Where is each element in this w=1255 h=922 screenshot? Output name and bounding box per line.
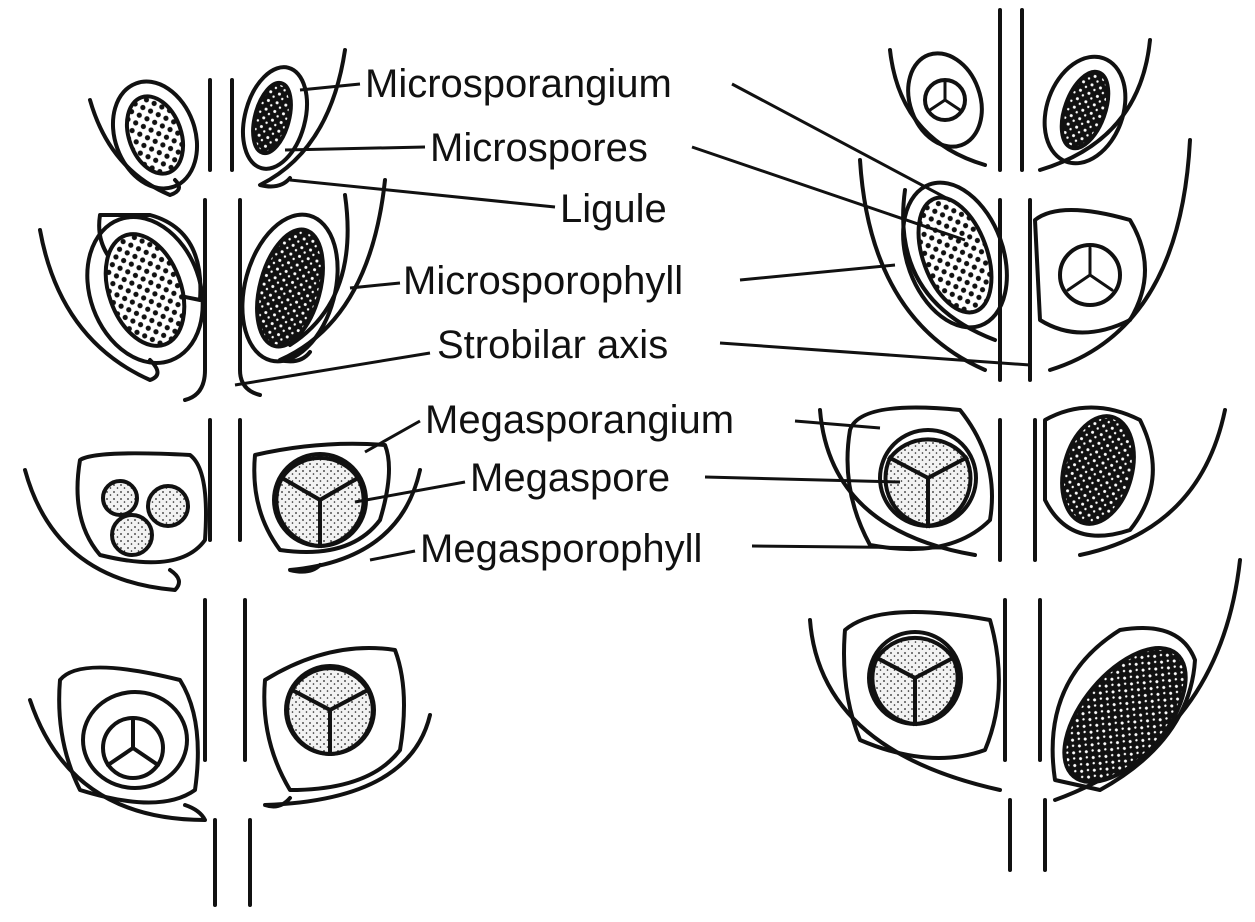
right-strobilar-axis [1000,10,1022,170]
megaspore-tetrad-right-strobilus-4 [869,632,961,724]
label-microsporangium: Microsporangium [365,62,672,106]
label-microsporophyll: Microsporophyll [403,259,683,303]
label-ligule: Ligule [560,187,667,231]
left-strobilus [25,50,430,905]
microsporangium-right-strobilus [904,188,1005,323]
label-microspores: Microspores [430,126,648,170]
left-strobilar-axis [210,80,232,170]
megaspore-tetrad-empty-left [103,718,163,778]
label-megaspore: Megaspore [470,456,670,500]
megaspore-tetrad-right-strobilus [880,430,976,526]
label-megasporophyll: Megasporophyll [420,527,702,571]
label-strobilar-axis: Strobilar axis [437,323,668,367]
megaspore-tetrad-right-4 [286,666,374,754]
megaspore-tetrad-right-3 [274,454,366,546]
right-strobilus [810,10,1240,870]
megaspore-tetrad-left [103,481,188,555]
label-megasporangium: Megasporangium [425,398,734,442]
